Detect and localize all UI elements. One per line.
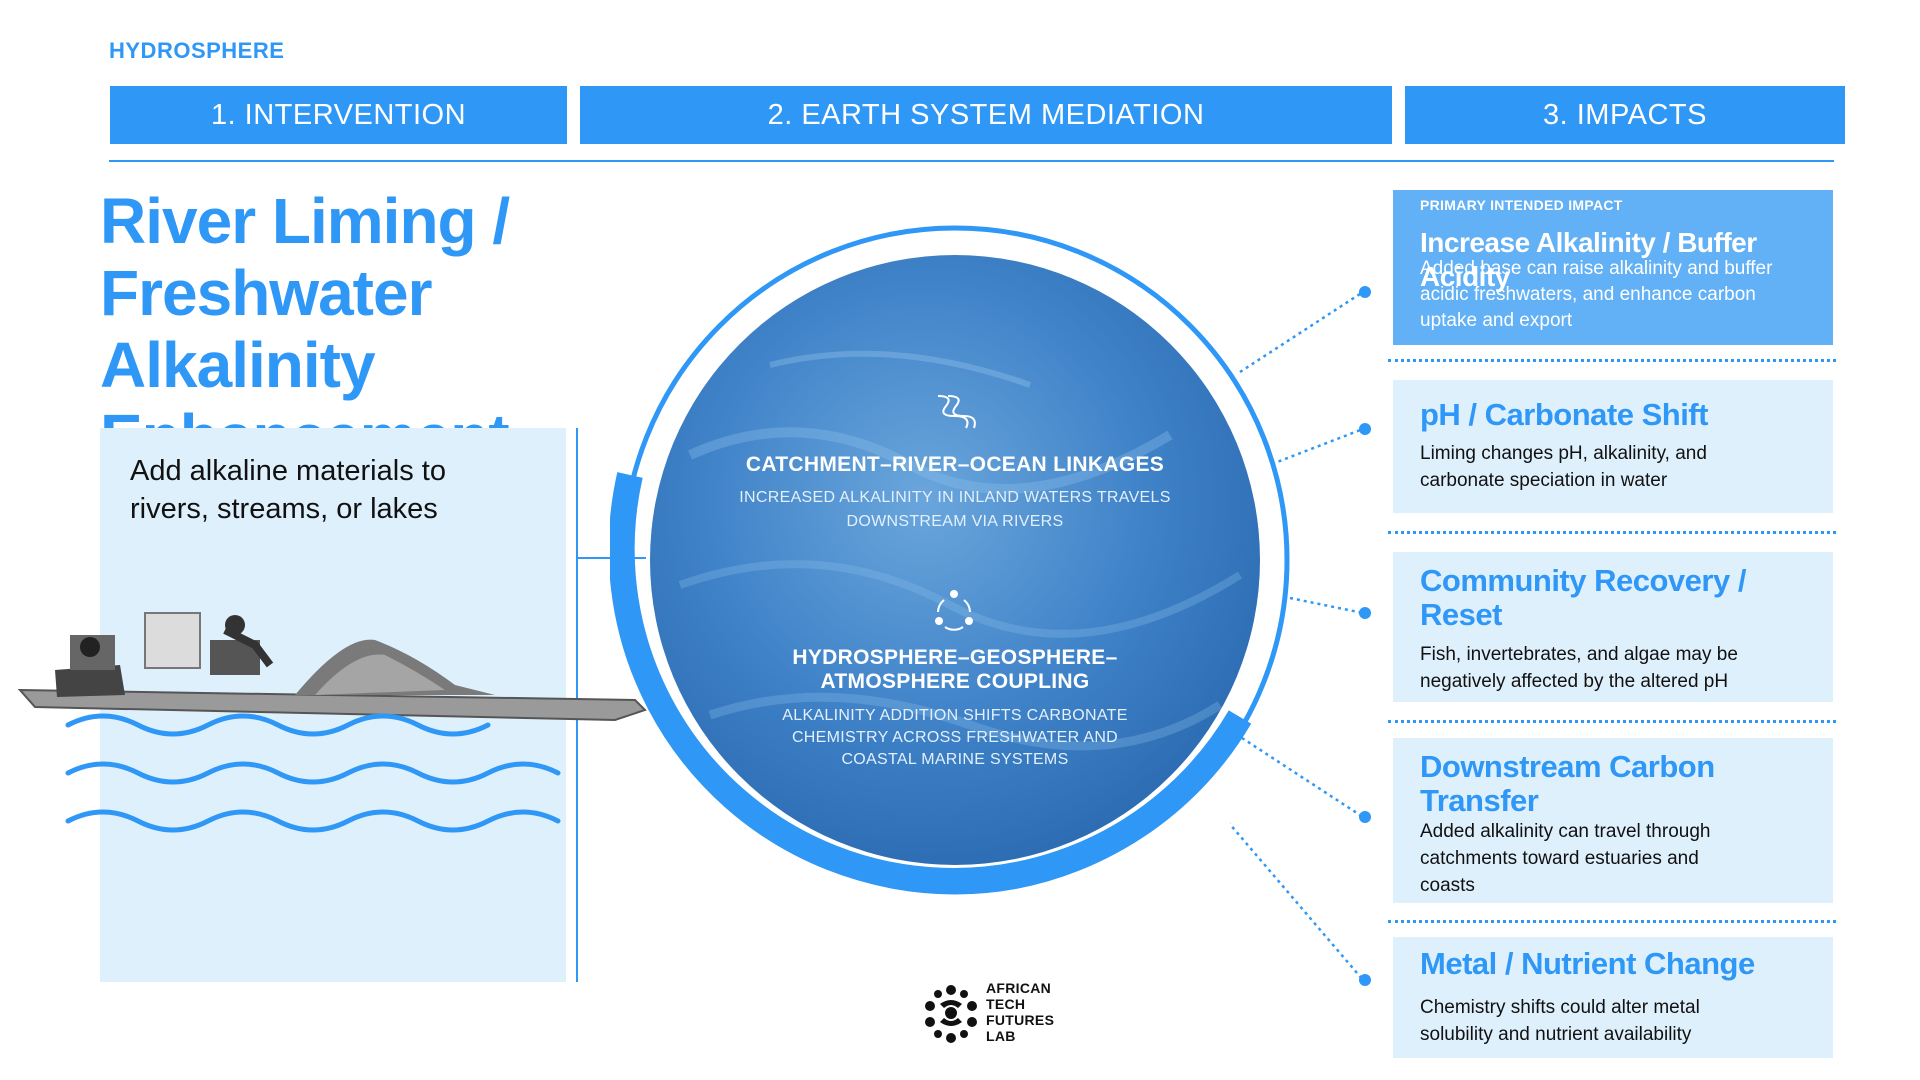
tab-earth-system-mediation[interactable]: 2. EARTH SYSTEM MEDIATION [580,86,1392,144]
body-line: uptake and export [1420,310,1573,331]
cycle-icon [935,590,973,631]
header-divider [109,160,1834,162]
body-line: solubility and nutrient availability [1420,1024,1692,1045]
title-line: Downstream Carbon [1420,749,1715,784]
impact-body: Fish, invertebrates, and algae may be ne… [1420,641,1820,695]
mediation-heading: CATCHMENT–RIVER–OCEAN LINKAGES [745,453,1165,476]
mediation-heading: HYDROSPHERE–GEOSPHERE– ATMOSPHERE COUPLI… [720,646,1190,694]
tab-impacts[interactable]: 3. IMPACTS [1405,86,1845,144]
description-line: rivers, streams, or lakes [130,493,438,525]
connector-dot [1359,974,1371,986]
impact-body: Liming changes pH, alkalinity, and carbo… [1420,440,1820,494]
ocean-texture-circle [650,255,1260,865]
impact-card: Metal / Nutrient Change Chemistry shifts… [1393,937,1833,1058]
impact-body: Added alkalinity can travel through catc… [1420,818,1820,899]
title-line: Freshwater Alkalinity [100,257,432,401]
connector-dot [1359,286,1371,298]
impact-title: pH / Carbonate Shift [1420,397,1708,432]
tab-label: 1. INTERVENTION [210,98,467,131]
tab-label: 2. EARTH SYSTEM MEDIATION [767,98,1205,131]
body-line: acidic freshwaters, and enhance carbon [1420,284,1756,305]
body-line: negatively affected by the altered pH [1420,671,1729,692]
logo-line: TECH [986,996,1026,1012]
impact-body: Added base can raise alkalinity and buff… [1420,256,1820,334]
impact-divider [1388,359,1836,362]
title-line: Reset [1420,597,1502,632]
impact-card: Downstream Carbon Transfer Added alkalin… [1393,738,1833,903]
water-waves [65,713,561,833]
body-line: catchments toward estuaries and [1420,848,1699,869]
logo-line: LAB [986,1028,1016,1044]
body-line: Added base can raise alkalinity and buff… [1420,258,1773,279]
connector-dot [1359,607,1371,619]
heading-line: ATMOSPHERE COUPLING [820,670,1090,693]
impact-title: Community Recovery / Reset [1420,564,1746,632]
impact-title: Metal / Nutrient Change [1420,946,1755,981]
african-tech-futures-lab-logo-icon [925,985,977,1043]
logo-line: FUTURES [986,1012,1055,1028]
heading-line: HYDROSPHERE–GEOSPHERE– [792,646,1118,669]
impact-connectors [1230,286,1371,986]
body-line: INCREASED ALKALINITY IN INLAND WATERS TR… [739,489,1171,506]
impact-body: Chemistry shifts could alter metal solub… [1420,994,1820,1048]
section-label: HYDROSPHERE [109,38,285,63]
logo-line: AFRICAN [986,980,1052,996]
tab-intervention[interactable]: 1. INTERVENTION [110,86,567,144]
body-line: Added alkalinity can travel through [1420,821,1711,842]
impact-title: Increase Alkalinity / Buffer Acidity [1420,227,1757,292]
impact-title: Downstream Carbon Transfer [1420,750,1715,818]
logo-text: AFRICAN TECH FUTURES LAB [986,980,1054,1044]
mediation-ring [610,225,1290,895]
connector-dot [1359,423,1371,435]
impact-divider [1388,531,1836,534]
body-line: carbonate speciation in water [1420,470,1668,491]
body-line: Chemistry shifts could alter metal [1420,997,1700,1018]
impact-card-primary: PRIMARY INTENDED IMPACT Increase Alkalin… [1393,190,1833,345]
body-line: CHEMISTRY ACROSS FRESHWATER AND [791,729,1119,746]
body-line: COASTAL MARINE SYSTEMS [841,751,1069,768]
intervention-description: Add alkaline materials to rivers, stream… [130,452,530,528]
title-line: River Liming / [100,185,510,257]
description-line: Add alkaline materials to [130,455,446,487]
body-line: ALKALINITY ADDITION SHIFTS CARBONATE [782,707,1128,724]
primary-impact-label: PRIMARY INTENDED IMPACT [1420,197,1623,213]
body-line: Fish, invertebrates, and algae may be [1420,644,1738,665]
boat-icon [17,612,647,722]
mediation-body: INCREASED ALKALINITY IN INLAND WATERS TR… [720,486,1190,534]
impact-card: Community Recovery / Reset Fish, inverte… [1393,552,1833,702]
title-line: Transfer [1420,783,1539,818]
body-line: Liming changes pH, alkalinity, and [1420,443,1707,464]
liming-boat-illustration [17,612,647,833]
body-line: coasts [1420,875,1475,896]
impact-card: pH / Carbonate Shift Liming changes pH, … [1393,380,1833,513]
tab-label: 3. IMPACTS [1543,98,1707,131]
title-line: Community Recovery / [1420,563,1746,598]
body-line: DOWNSTREAM VIA RIVERS [846,513,1064,530]
connector-dot [1359,811,1371,823]
impact-divider [1388,720,1836,723]
mediation-body: ALKALINITY ADDITION SHIFTS CARBONATE CHE… [720,705,1190,771]
impact-divider [1388,920,1836,923]
river-path-icon [937,395,976,429]
